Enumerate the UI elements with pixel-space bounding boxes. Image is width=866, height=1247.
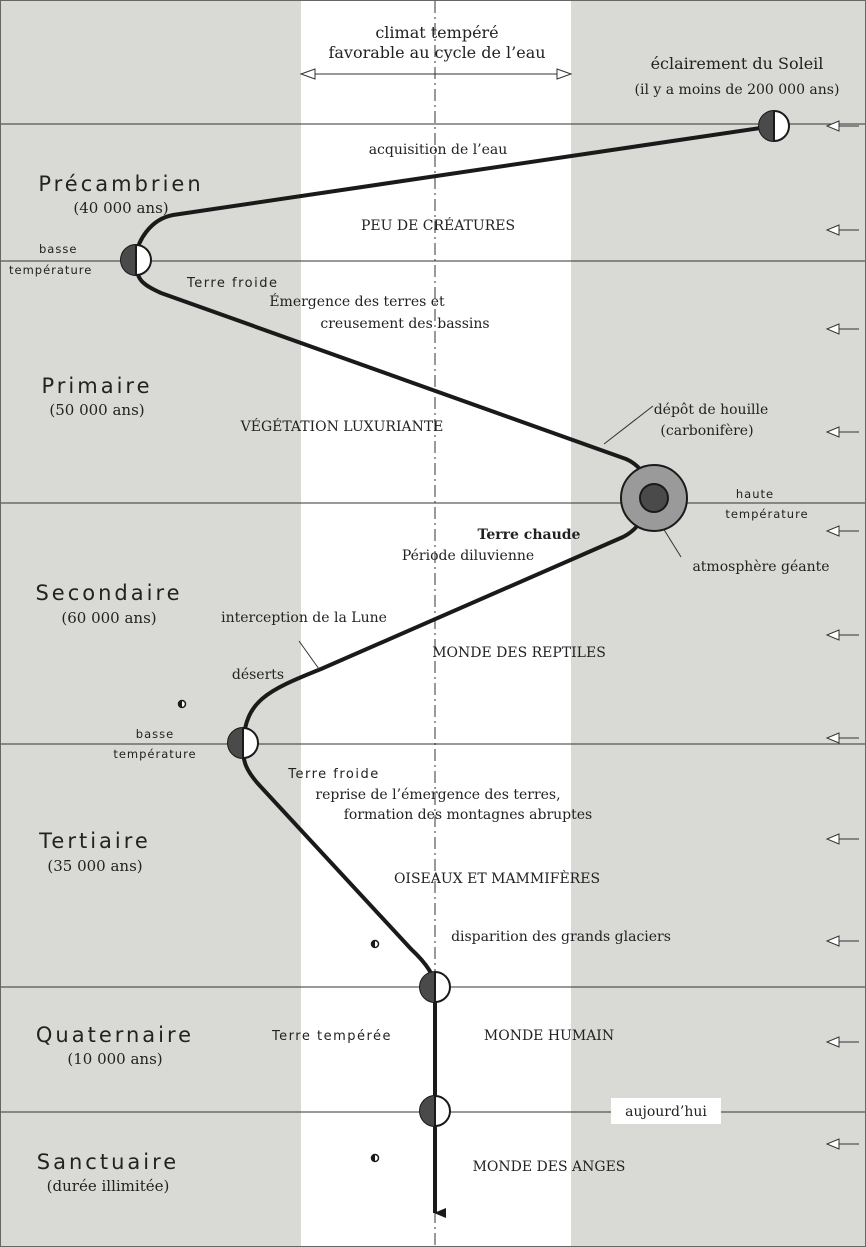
cold-marker-icon — [120, 244, 152, 276]
sun-marker-icon — [758, 110, 790, 142]
moon-dot-icon — [177, 699, 187, 709]
left-arrow-icon — [825, 224, 859, 236]
leader-line-houille — [603, 405, 654, 445]
era-duration: (35 000 ans) — [47, 857, 142, 875]
right-arrow-markers — [825, 120, 859, 1150]
era-duration: (10 000 ans) — [67, 1050, 162, 1068]
left-arrow-icon — [825, 935, 859, 947]
label-terre-froide-1: Terre froide — [186, 276, 279, 291]
label-acquisition: acquisition de l’eau — [369, 142, 508, 158]
label-peu-creatures: PEU DE CRÉATURES — [361, 216, 515, 234]
label-reprise-1: reprise de l’émergence des terres, — [315, 787, 560, 803]
climate-title-line2: favorable au cycle de l’eau — [328, 43, 545, 62]
label-terre-chaude: Terre chaude — [478, 527, 581, 543]
label-atmosphere: atmosphère géante — [692, 559, 829, 575]
label-aujourdhui: aujourd’hui — [625, 1104, 707, 1120]
era-name: Tertiaire — [38, 829, 151, 853]
label-reptiles: MONDE DES REPTILES — [432, 645, 606, 661]
label-diluvienne: Période diluvienne — [402, 548, 534, 564]
hot-marker-icon — [620, 464, 688, 532]
label-depot-houille-1: dépôt de houille — [654, 402, 769, 418]
label-oiseaux: OISEAUX ET MAMMIFÈRES — [394, 869, 600, 887]
moon-dot-icon — [370, 1153, 380, 1163]
label-emergence-1: Émergence des terres et — [269, 292, 445, 310]
label-monde-humain: MONDE HUMAIN — [484, 1028, 614, 1044]
era-name: Quaternaire — [36, 1023, 194, 1047]
label-basse-temp-2b: température — [113, 747, 196, 761]
label-haute-temp-2: température — [725, 507, 808, 521]
sun-title-line1: éclairement du Soleil — [651, 54, 824, 73]
today-label-box — [611, 1098, 721, 1124]
today-marker-icon — [419, 1095, 451, 1127]
label-terre-temperee: Terre tempérée — [271, 1029, 392, 1044]
label-glaciers: disparition des grands glaciers — [451, 929, 671, 945]
left-arrow-icon — [825, 525, 859, 537]
label-basse-temp-1b: température — [9, 263, 92, 277]
era-duration: (60 000 ans) — [61, 609, 156, 627]
label-terre-froide-2: Terre froide — [287, 767, 380, 782]
label-vegetation: VÉGÉTATION LUXURIANTE — [240, 417, 444, 435]
label-reprise-2: formation des montagnes abruptes — [344, 807, 592, 823]
temperate-marker-icon — [419, 971, 451, 1003]
left-arrow-icon — [825, 732, 859, 744]
era-duration: (40 000 ans) — [73, 199, 168, 217]
left-arrow-icon — [825, 1138, 859, 1150]
era-name: Précambrien — [38, 172, 203, 196]
leader-line-atmosphere — [662, 527, 682, 558]
era-duration: (50 000 ans) — [49, 401, 144, 419]
label-emergence-2: creusement des bassins — [320, 316, 489, 332]
era-name: Secondaire — [35, 581, 182, 605]
left-arrow-icon — [825, 323, 859, 335]
cold-marker-icon — [227, 727, 259, 759]
label-basse-temp-2a: basse — [136, 727, 174, 741]
right-gray-band — [571, 1, 865, 1246]
label-haute-temp-1: haute — [736, 487, 774, 501]
leader-line-lune — [298, 640, 320, 670]
label-depot-houille-2: (carbonifère) — [660, 423, 753, 439]
left-arrow-icon — [825, 833, 859, 845]
era-duration: (durée illimitée) — [47, 1177, 170, 1195]
left-gray-band — [1, 1, 301, 1246]
climate-range-arrow — [299, 68, 573, 80]
sun-title-line2: (il y a moins de 200 000 ans) — [635, 82, 840, 98]
label-interception-lune: interception de la Lune — [221, 610, 387, 626]
left-arrow-icon — [825, 120, 859, 132]
left-arrow-icon — [825, 1036, 859, 1048]
left-arrow-icon — [825, 629, 859, 641]
era-name: Sanctuaire — [37, 1150, 179, 1174]
moon-dot-icon — [370, 939, 380, 949]
label-deserts: déserts — [232, 667, 284, 683]
label-basse-temp-1a: basse — [39, 242, 77, 256]
left-arrow-icon — [825, 426, 859, 438]
era-name: Primaire — [41, 374, 152, 398]
climate-title-line1: climat tempéré — [375, 23, 498, 42]
label-monde-anges: MONDE DES ANGES — [473, 1159, 626, 1175]
